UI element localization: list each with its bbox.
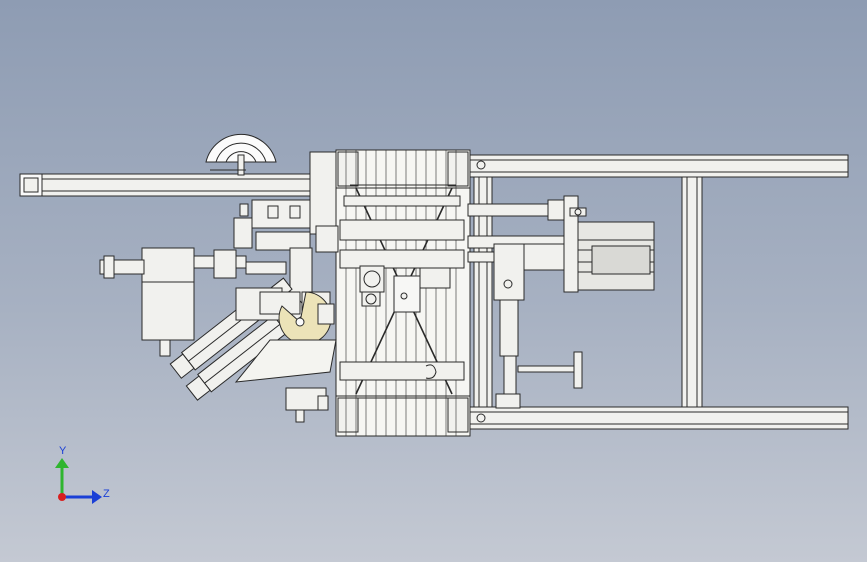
z-axis-label: Z <box>103 488 110 500</box>
z-axis-arrow <box>62 490 102 504</box>
left-rail-beam <box>19 173 321 197</box>
servo-motor <box>563 195 655 293</box>
lower-base-plate <box>234 339 337 423</box>
y-axis-arrow <box>55 458 69 497</box>
cutting-disc <box>278 291 335 345</box>
right-frame <box>469 154 849 430</box>
y-axis-label: Y <box>59 445 67 457</box>
slider-assembly <box>493 243 583 409</box>
x-axis-origin-dot <box>58 493 66 501</box>
internal-shafts <box>339 195 465 381</box>
left-cylinder-unit <box>99 247 287 357</box>
semicircle-guard <box>205 133 277 176</box>
